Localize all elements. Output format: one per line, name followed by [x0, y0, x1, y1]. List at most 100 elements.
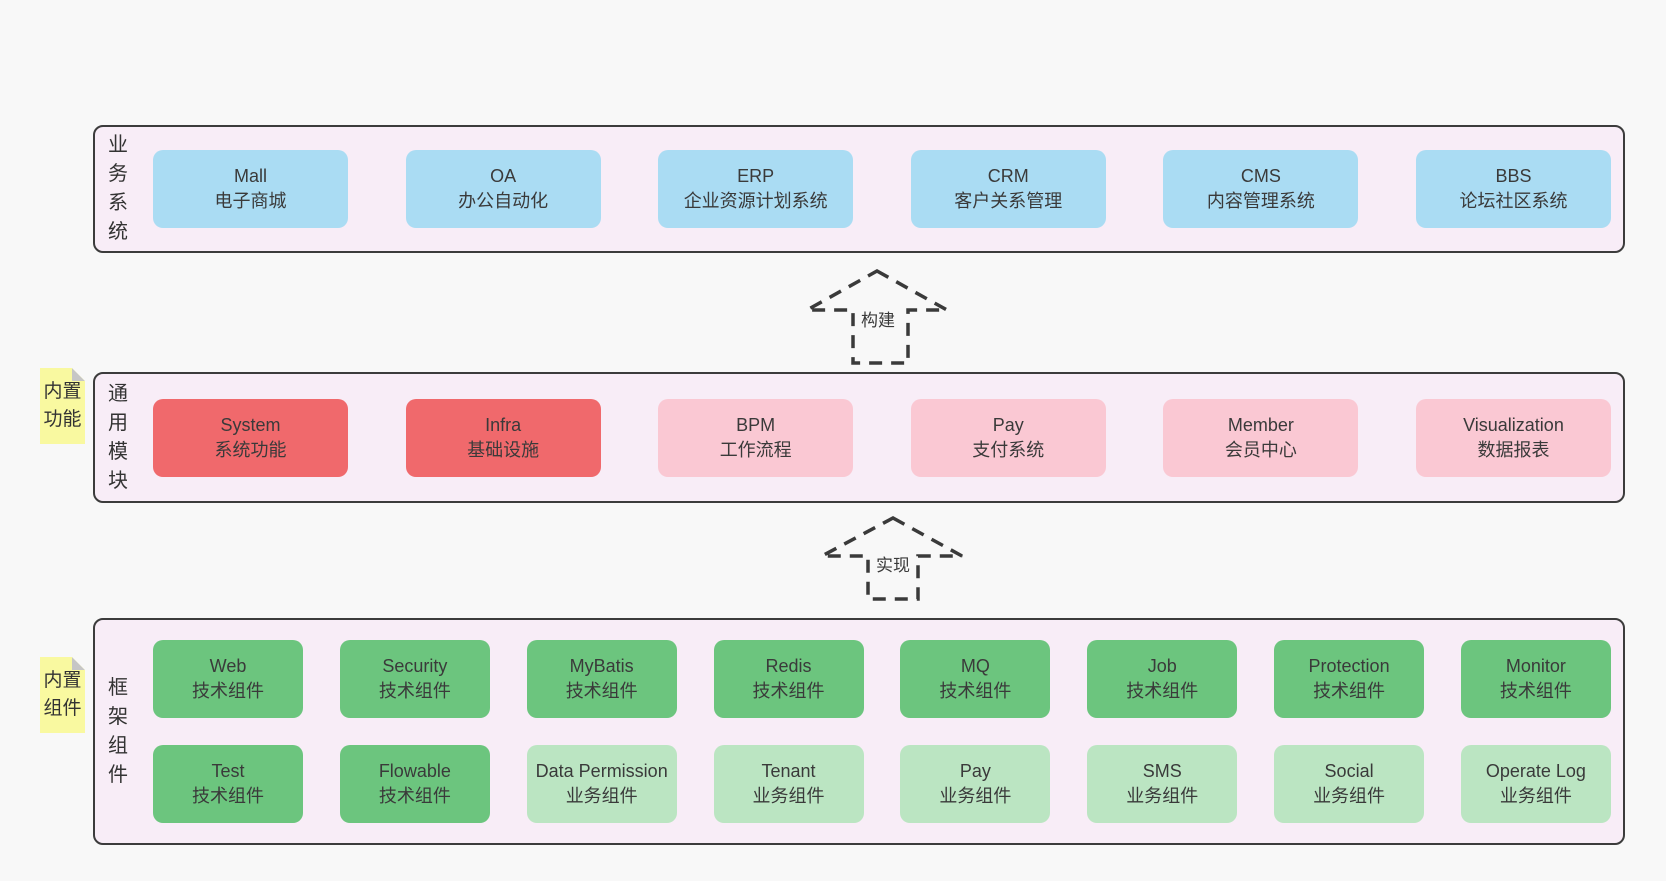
box-mybatis: MyBatis 技术组件: [526, 640, 677, 718]
box-subtitle: 业务组件: [752, 786, 825, 806]
box-web: Web 技术组件: [153, 640, 303, 718]
box-subtitle: 办公自动化: [458, 191, 549, 211]
box-infra: Infra 基础设施: [405, 398, 601, 477]
box-subtitle: 技术组件: [565, 681, 638, 701]
box-data-permission: Data Permission 业务组件: [526, 745, 677, 823]
box-subtitle: 技术组件: [192, 786, 264, 806]
box-title: Visualization: [1463, 414, 1564, 435]
sticky-note-built-in-components: 内置组件: [40, 657, 85, 733]
layer-label-business-systems: 业务系统: [108, 134, 128, 243]
box-title: BBS: [1495, 166, 1532, 186]
box-title: Protection: [1308, 656, 1390, 676]
box-subtitle: 业务组件: [565, 786, 638, 806]
box-title: OA: [490, 166, 517, 186]
box-title: Member: [1227, 414, 1294, 435]
box-security: Security 技术组件: [339, 640, 490, 718]
box-subtitle: 技术组件: [939, 681, 1012, 701]
box-title: CMS: [1240, 166, 1281, 186]
box-subtitle: 工作流程: [719, 439, 792, 460]
box-subtitle: 技术组件: [192, 681, 264, 701]
box-social: Social 业务组件: [1274, 745, 1425, 823]
box-subtitle: 技术组件: [378, 786, 451, 806]
layer-label-framework-components: 框架组件: [108, 676, 128, 786]
box-bpm: BPM 工作流程: [658, 398, 854, 477]
box-redis: Redis 技术组件: [713, 640, 864, 718]
framework-row-1: Web 技术组件 Security 技术组件 MyBatis 技术组件 Redi…: [153, 640, 1611, 718]
box-subtitle: 系统功能: [214, 439, 287, 460]
box-title: System: [220, 414, 281, 435]
box-title: Pay: [992, 414, 1024, 435]
box-oa: OA 办公自动化: [405, 150, 601, 228]
box-title: Operate Log: [1485, 761, 1586, 781]
box-subtitle: 技术组件: [752, 681, 825, 701]
box-member: Member 会员中心: [1163, 398, 1359, 477]
build-arrow: 构建: [803, 266, 953, 366]
box-tenant: Tenant 业务组件: [713, 745, 864, 823]
box-title: BPM: [736, 414, 776, 435]
box-subtitle: 基础设施: [467, 439, 540, 460]
up-arrow-dashed-icon: [821, 516, 963, 601]
box-subtitle: 技术组件: [378, 681, 451, 701]
box-title: Tenant: [761, 761, 816, 781]
layer-business-systems: 业务系统 Mall 电子商城 OA 办公自动化 ERP 企业资源计划系统 CRM…: [93, 125, 1625, 253]
box-system: System 系统功能: [153, 398, 348, 477]
box-cms: CMS 内容管理系统: [1163, 150, 1359, 228]
box-title: SMS: [1142, 761, 1182, 781]
box-title: Web: [209, 656, 247, 676]
box-bbs: BBS 论坛社区系统: [1415, 150, 1611, 228]
box-title: Pay: [959, 761, 991, 781]
box-subtitle: 技术组件: [1499, 681, 1572, 701]
framework-row-2: Test 技术组件 Flowable 技术组件 Data Permission …: [153, 745, 1611, 823]
box-subtitle: 电子商城: [214, 191, 287, 211]
arrow-label-implement: 实现: [873, 555, 913, 577]
box-protection: Protection 技术组件: [1274, 640, 1425, 718]
box-title: Mall: [233, 166, 267, 186]
box-monitor: Monitor 技术组件: [1460, 640, 1611, 718]
box-subtitle: 技术组件: [1313, 681, 1386, 701]
box-title: Infra: [485, 414, 522, 435]
box-crm: CRM 客户关系管理: [910, 150, 1106, 228]
box-subtitle: 业务组件: [939, 786, 1012, 806]
box-title: Social: [1324, 761, 1374, 781]
box-title: Flowable: [378, 761, 451, 781]
box-title: MQ: [960, 656, 990, 676]
box-subtitle: 技术组件: [1126, 681, 1199, 701]
box-pay-business: Pay 业务组件: [900, 745, 1051, 823]
box-mq: MQ 技术组件: [900, 640, 1051, 718]
box-title: MyBatis: [569, 656, 634, 676]
business-boxes-row: Mall 电子商城 OA 办公自动化 ERP 企业资源计划系统 CRM 客户关系…: [153, 127, 1611, 251]
box-subtitle: 数据报表: [1477, 439, 1550, 460]
box-subtitle: 会员中心: [1224, 439, 1297, 460]
box-subtitle: 业务组件: [1313, 786, 1386, 806]
box-erp: ERP 企业资源计划系统: [658, 150, 854, 228]
up-arrow-dashed-icon: [803, 268, 953, 365]
box-pay: Pay 支付系统: [910, 398, 1106, 477]
box-subtitle: 业务组件: [1499, 786, 1572, 806]
box-title: Data Permission: [535, 761, 668, 781]
box-sms: SMS 业务组件: [1087, 745, 1238, 823]
box-subtitle: 支付系统: [972, 439, 1045, 460]
box-subtitle: 客户关系管理: [954, 191, 1063, 211]
box-title: Job: [1147, 656, 1177, 676]
box-job: Job 技术组件: [1087, 640, 1238, 718]
box-mall: Mall 电子商城: [153, 150, 348, 228]
box-subtitle: 内容管理系统: [1206, 191, 1315, 211]
layer-label-common-modules: 通用模块: [108, 382, 128, 492]
box-flowable: Flowable 技术组件: [339, 745, 490, 823]
box-title: ERP: [737, 166, 775, 186]
box-title: CRM: [987, 166, 1029, 186]
box-operate-log: Operate Log 业务组件: [1460, 745, 1611, 823]
box-title: Security: [382, 656, 448, 676]
box-title: Test: [211, 761, 245, 781]
layer-framework-components: 内置组件 框架组件 Web 技术组件 Security 技术组件 MyBatis…: [93, 618, 1625, 845]
modules-boxes-row: System 系统功能 Infra 基础设施 BPM 工作流程 Pay 支付系统…: [153, 374, 1611, 501]
box-test: Test 技术组件: [153, 745, 303, 823]
box-title: Monitor: [1505, 656, 1566, 676]
box-subtitle: 企业资源计划系统: [683, 191, 828, 211]
layer-common-modules: 内置功能 通用模块 System 系统功能 Infra 基础设施 BPM 工作流…: [93, 372, 1625, 503]
box-subtitle: 论坛社区系统: [1459, 191, 1568, 211]
box-visualization: Visualization 数据报表: [1415, 398, 1611, 477]
box-subtitle: 业务组件: [1126, 786, 1199, 806]
box-title: Redis: [765, 656, 812, 676]
framework-boxes-grid: Web 技术组件 Security 技术组件 MyBatis 技术组件 Redi…: [153, 640, 1611, 823]
